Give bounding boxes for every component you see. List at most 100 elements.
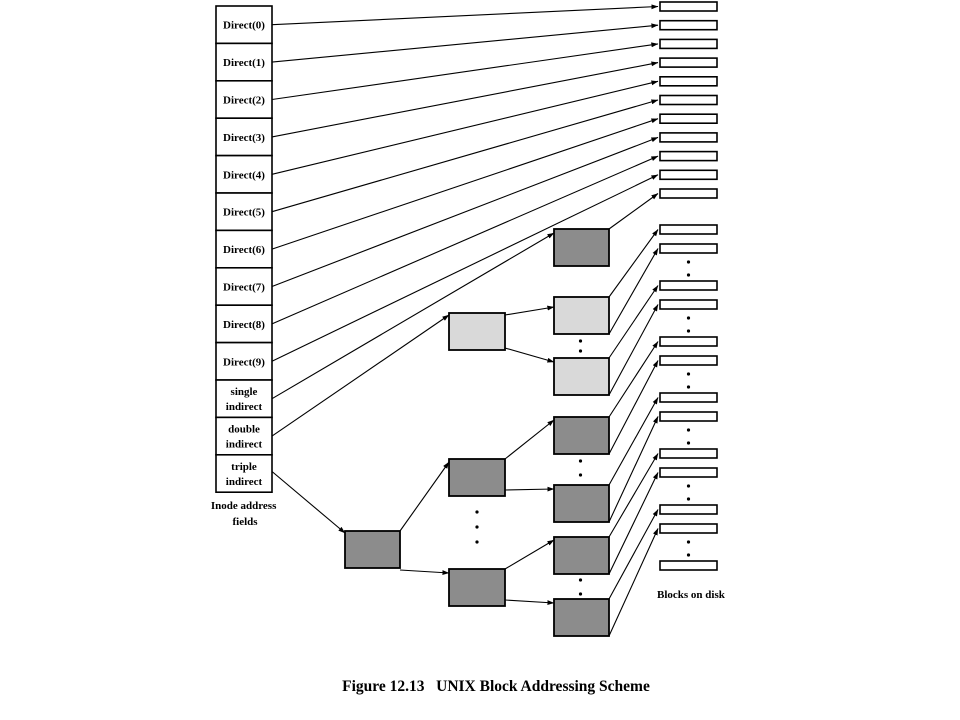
inode-field-cell [215,192,273,232]
direct-pointer-arrow [271,136,659,288]
index-to-index-arrow [504,347,555,363]
disk-block [659,1,718,12]
triple-indirect-third-level-block [553,416,610,455]
inode-field-cell [215,229,273,269]
inode-field-label-line: single [231,386,258,398]
index-to-disk-arrow [608,453,659,538]
inode-field-direct-1: Direct(1) [215,42,273,82]
inode-field-direct-3: Direct(3) [215,117,273,157]
inode-field-label: Direct(2) [223,95,265,107]
inode-field-direct-2: Direct(2) [215,80,273,120]
ellipsis-dot [686,329,691,333]
disk-block [659,188,718,199]
ellipsis-dot [686,372,691,376]
direct-pointer-arrow [271,99,659,213]
index-to-disk-arrow [608,360,659,455]
disk-block [659,504,718,515]
index-to-disk-arrow [608,193,659,230]
blocks-on-disk-label: Blocks on disk [657,589,726,601]
disk-block [659,467,718,478]
inode-field-direct-9: Direct(9) [215,341,273,381]
disk-block [659,76,718,87]
inode-field-cell [215,42,273,82]
direct-pointer-arrow [271,118,659,250]
disk-block-column [659,1,718,571]
inode-field-cell [215,117,273,157]
triple-indirect-second-level-block [448,458,506,497]
index-to-index-arrow [504,486,555,492]
double-indirect-first-level-block [448,312,506,351]
ellipsis-dot [686,497,691,501]
index-to-disk-arrow [608,285,659,359]
index-to-disk-arrow [608,416,659,523]
ellipsis-dot [686,260,691,264]
index-to-disk-arrow [608,397,659,486]
inode-field-label: Direct(6) [223,244,265,256]
inode-field-single-indirect: single indirect [215,379,273,419]
disk-block [659,448,718,459]
inode-field-cell [215,304,273,344]
triple-indirect-third-level-block [553,484,610,523]
inode-field-direct-6: Direct(6) [215,229,273,269]
inode-field-cell [215,80,273,120]
ellipsis-dot [475,525,479,529]
triple-indirect-second-level-block [448,568,506,607]
double-indirect-second-level-block [553,296,610,335]
index-to-disk-arrow [608,509,659,600]
inode-label: Inode address fields [211,500,279,528]
ellipsis-dot [686,484,691,488]
direct-pointer-arrow [271,4,659,26]
direct-pointer-arrow [271,155,659,325]
pointer-arrows [271,4,659,637]
disk-block [659,299,718,310]
inode-field-direct-7: Direct(7) [215,266,273,306]
index-to-disk-arrow [608,304,659,396]
disk-block [659,94,718,106]
ellipsis-dot [578,592,583,596]
disk-block [659,523,718,534]
index-to-disk-arrow [608,472,659,575]
disk-block [659,57,718,68]
ellipsis-dot [578,339,583,343]
inode-label-line-2: fields [232,516,258,528]
ellipsis-dots [475,260,691,596]
inode-field-label: Direct(4) [223,169,265,181]
ellipsis-dot [578,349,583,353]
triple-indirect-first-level-block [344,530,401,569]
inode-field-direct-0: Direct(0) [215,5,273,45]
direct-pointer-arrow [271,80,659,175]
ellipsis-dot [686,316,691,320]
triple-indirect-third-level-block [553,536,610,575]
inode-field-direct-8: Direct(8) [215,304,273,344]
inode-field-cell [215,379,273,419]
ellipsis-dot [686,428,691,432]
ellipsis-dot [686,273,691,277]
inode-field-label: Direct(3) [223,132,265,144]
index-to-disk-arrow [608,528,659,637]
disk-block [659,113,718,124]
disk-block [659,150,718,162]
disk-block [659,336,718,347]
index-to-index-arrow [399,461,450,532]
index-to-index-arrow [504,599,555,606]
inode-field-label-line: triple [231,461,257,473]
disk-block [659,38,718,50]
inode-field-label: Direct(7) [223,282,265,294]
disk-block [659,560,718,571]
disk-block [659,392,718,403]
inode-label-line-1: Inode address [211,500,277,512]
disk-block [659,243,718,254]
index-to-disk-arrow [608,248,659,335]
ellipsis-dot [475,510,479,514]
figure-caption: Figure 12.13 UNIX Block Addressing Schem… [342,678,650,695]
inode-field-label-line: indirect [226,401,263,413]
single-indirect-arrow [271,232,555,400]
inode-field-cell [215,453,273,493]
direct-pointer-arrow [271,42,659,101]
index-to-index-arrow [399,569,450,576]
direct-pointer-arrow [271,23,659,63]
inode-field-cell [215,5,273,45]
inode-field-label: single indirect [226,386,263,413]
